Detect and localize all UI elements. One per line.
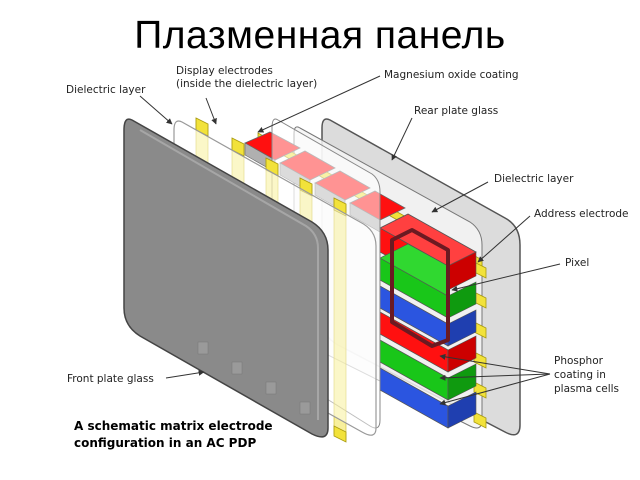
label-dielectric-layer-rear: Dielectric layer [494, 173, 574, 185]
front-plate-glass [123, 118, 329, 438]
label-address-electrode: Address electrode [534, 208, 629, 220]
leader-lines [139, 75, 561, 406]
label-magnesium-oxide: Magnesium oxide coating [384, 69, 519, 81]
caption-line-1: A schematic matrix electrode [74, 419, 273, 433]
front-glass-highlight [139, 129, 319, 420]
label-display-electrodes: Display electrodes [176, 65, 273, 77]
phosphor-cell-stack [379, 213, 477, 429]
caption-line-2: configuration in an AC PDP [74, 436, 256, 450]
label-front-plate-glass: Front plate glass [67, 373, 154, 385]
pixel-outline [390, 228, 450, 348]
front-glass-electrode-marks [197, 341, 311, 415]
label-phosphor-2: coating in [554, 369, 606, 381]
label-display-electrodes-sub: (inside the dielectric layer) [176, 78, 317, 90]
label-phosphor-3: plasma cells [554, 383, 619, 395]
label-rear-plate-glass: Rear plate glass [414, 105, 498, 117]
label-pixel: Pixel [565, 257, 589, 269]
slide-title: Плазменная панель [134, 14, 506, 57]
label-dielectric-layer-front: Dielectric layer [66, 84, 146, 96]
label-phosphor-1: Phosphor [554, 355, 604, 367]
